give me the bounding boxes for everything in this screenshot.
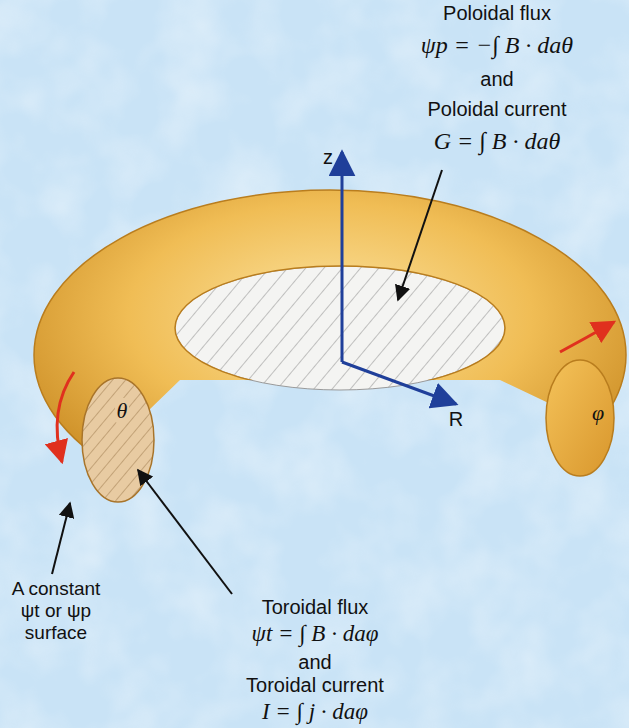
angle-label: θ: [115, 398, 130, 423]
leader-line: [138, 470, 232, 594]
caption-heading: Toroidal current: [246, 674, 384, 697]
caption-heading: Poloidal current: [428, 98, 567, 121]
caption-heading: Poloidal flux: [443, 2, 551, 25]
major-radius-arrow: [342, 362, 456, 404]
leader-line: [52, 503, 70, 574]
caption-text: and: [298, 651, 331, 674]
z-axis: [341, 152, 344, 362]
axis-label: R: [449, 408, 463, 431]
formula: G = ∫ B · daθ: [434, 128, 561, 156]
surface-label: A constant ψt or ψp surface: [4, 578, 108, 644]
poloidal-direction-arrow: [57, 372, 74, 462]
poloidal-disc: [175, 266, 505, 390]
axis-label: z: [323, 146, 333, 169]
toroidal-direction-arrow: [560, 322, 614, 352]
caption-heading: Toroidal flux: [262, 596, 369, 619]
leader-line: [398, 170, 442, 300]
caption-text: and: [480, 68, 513, 91]
torus-end-face: [546, 360, 614, 476]
formula: ψp = −∫ B · daθ: [421, 32, 573, 60]
torus-body: [34, 190, 626, 520]
formula: ψt = ∫ B · daφ: [252, 621, 379, 647]
formula: I = ∫ j · daφ: [262, 699, 368, 725]
angle-label: φ: [592, 400, 604, 425]
toroidal-cross-section: [82, 378, 154, 502]
